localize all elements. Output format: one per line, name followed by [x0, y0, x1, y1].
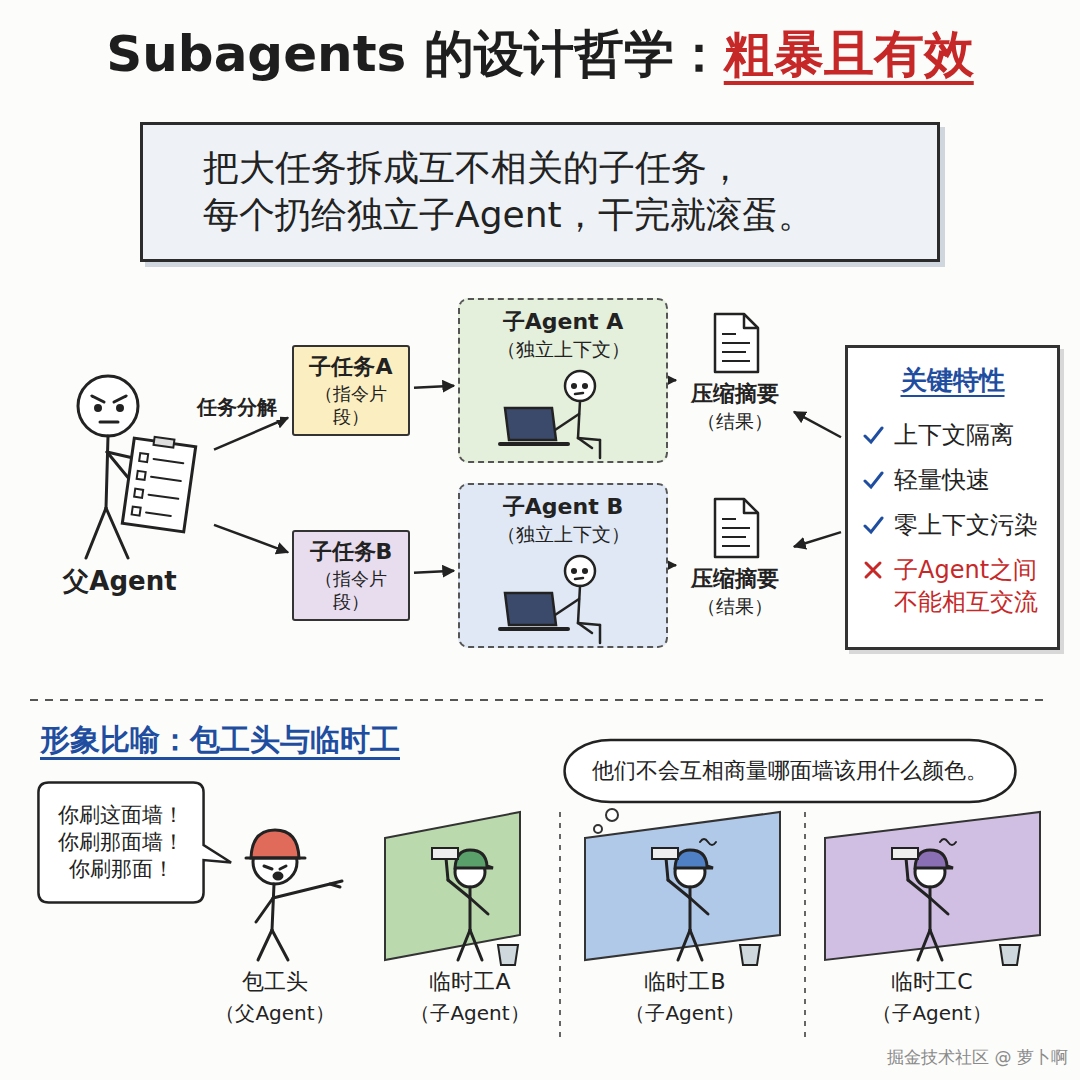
document-icon — [680, 310, 790, 376]
section-heading: 形象比喻：包工头与临时工 — [40, 720, 640, 759]
title-emphasis: 粗暴且有效 — [724, 22, 974, 87]
check-mark — [862, 514, 884, 536]
node-title: 你刷这面墙！ 你刷那面墙！ 你刷那面！ — [53, 802, 189, 884]
connector-arrow — [794, 412, 841, 437]
node-text: 子Agent之间 不能相互交流 — [894, 555, 1043, 617]
edge-label: 任务分解 — [194, 394, 280, 420]
node-title: 把大任务拆成互不相关的子任务， 每个扔给独立子Agent，干完就滚蛋。 — [203, 145, 897, 239]
feature-row: 子Agent之间 不能相互交流 — [862, 555, 1043, 617]
node-title: 子Agent A — [503, 308, 624, 337]
check-mark — [862, 469, 884, 491]
connector-arrow — [414, 386, 454, 388]
node-text: （结果） — [697, 594, 773, 619]
node-title: 子Agent B — [503, 493, 623, 522]
thought-dot — [606, 809, 618, 821]
title-row: Subagents 的设计哲学：粗暴且有效 — [0, 22, 1080, 87]
figure-sublabel: （子Agent） — [390, 1000, 550, 1026]
cross-mark — [862, 559, 884, 581]
connector-arrow — [672, 564, 676, 567]
foreman-figure — [246, 830, 342, 960]
thought-dot — [594, 825, 602, 833]
subtask-box: 子任务A（指令片段） — [292, 345, 410, 436]
feature-row: 轻量快速 — [862, 465, 1043, 496]
connector-arrow — [214, 418, 288, 450]
node-title: 关键特性 — [862, 364, 1043, 398]
title: Subagents 的设计哲学： — [106, 22, 724, 87]
node-text: 零上下文污染 — [894, 510, 1038, 541]
document-icon — [680, 495, 790, 561]
node-title: 子任务A — [309, 353, 392, 382]
node-text: （独立上下文） — [497, 522, 630, 547]
connector-arrow — [794, 532, 841, 547]
subagent-box: 子Agent A（独立上下文） — [458, 298, 668, 463]
panel-separator — [559, 812, 561, 1040]
node-text: 上下文隔离 — [894, 420, 1014, 451]
node-text: （结果） — [697, 409, 773, 434]
parent-agent-figure — [30, 360, 210, 565]
feature-row: 零上下文污染 — [862, 510, 1043, 541]
summary-doc: 压缩摘要（结果） — [680, 310, 790, 450]
subagent-figure — [460, 366, 665, 461]
watermark: 掘金技术社区 @ 萝卜啊 — [760, 1046, 1068, 1068]
node-title: 父Agent — [63, 565, 176, 599]
feature-row: 上下文隔离 — [862, 420, 1043, 451]
separator — [30, 699, 1050, 701]
connector-arrow — [672, 379, 676, 382]
figure-label: 包工头 — [205, 968, 345, 997]
worker-figure — [432, 839, 1020, 965]
thought-cloud: 他们不会互相商量哪面墙该用什么颜色。 — [560, 738, 1020, 804]
summary-banner: 把大任务拆成互不相关的子任务， 每个扔给独立子Agent，干完就滚蛋。 — [140, 122, 940, 262]
figure-sublabel: （父Agent） — [195, 1000, 355, 1026]
node-text: （指令片段） — [300, 382, 402, 429]
subtask-box: 子任务B（指令片段） — [292, 530, 410, 621]
figure-label: 临时工A — [400, 968, 540, 997]
parent-agent: 父Agent — [30, 360, 210, 620]
panel-separator — [804, 812, 806, 1040]
wall-panel — [385, 812, 1040, 960]
node-text: （独立上下文） — [497, 337, 630, 362]
figure-sublabel: （子Agent） — [852, 1000, 1012, 1026]
summary-doc: 压缩摘要（结果） — [680, 495, 790, 635]
subagent-box: 子Agent B（独立上下文） — [458, 483, 668, 648]
figure-sublabel: （子Agent） — [605, 1000, 765, 1026]
feature-panel: 关键特性上下文隔离轻量快速零上下文污染子Agent之间 不能相互交流 — [845, 345, 1060, 650]
node-text: 轻量快速 — [894, 465, 990, 496]
figure-label: 临时工C — [862, 968, 1002, 997]
subagent-figure — [460, 551, 665, 646]
speech-bubble: 你刷这面墙！ 你刷那面墙！ 你刷那面！ — [35, 780, 207, 905]
node-text: （指令片段） — [300, 567, 402, 614]
connector-arrow — [214, 525, 288, 552]
figure-label: 临时工B — [615, 968, 755, 997]
node-title: 子任务B — [310, 538, 393, 567]
node-title: 压缩摘要 — [691, 565, 779, 594]
check-mark — [862, 424, 884, 446]
node-title: 压缩摘要 — [691, 380, 779, 409]
connector-arrow — [414, 571, 454, 573]
node-title: 他们不会互相商量哪面墙该用什么颜色。 — [592, 757, 988, 786]
